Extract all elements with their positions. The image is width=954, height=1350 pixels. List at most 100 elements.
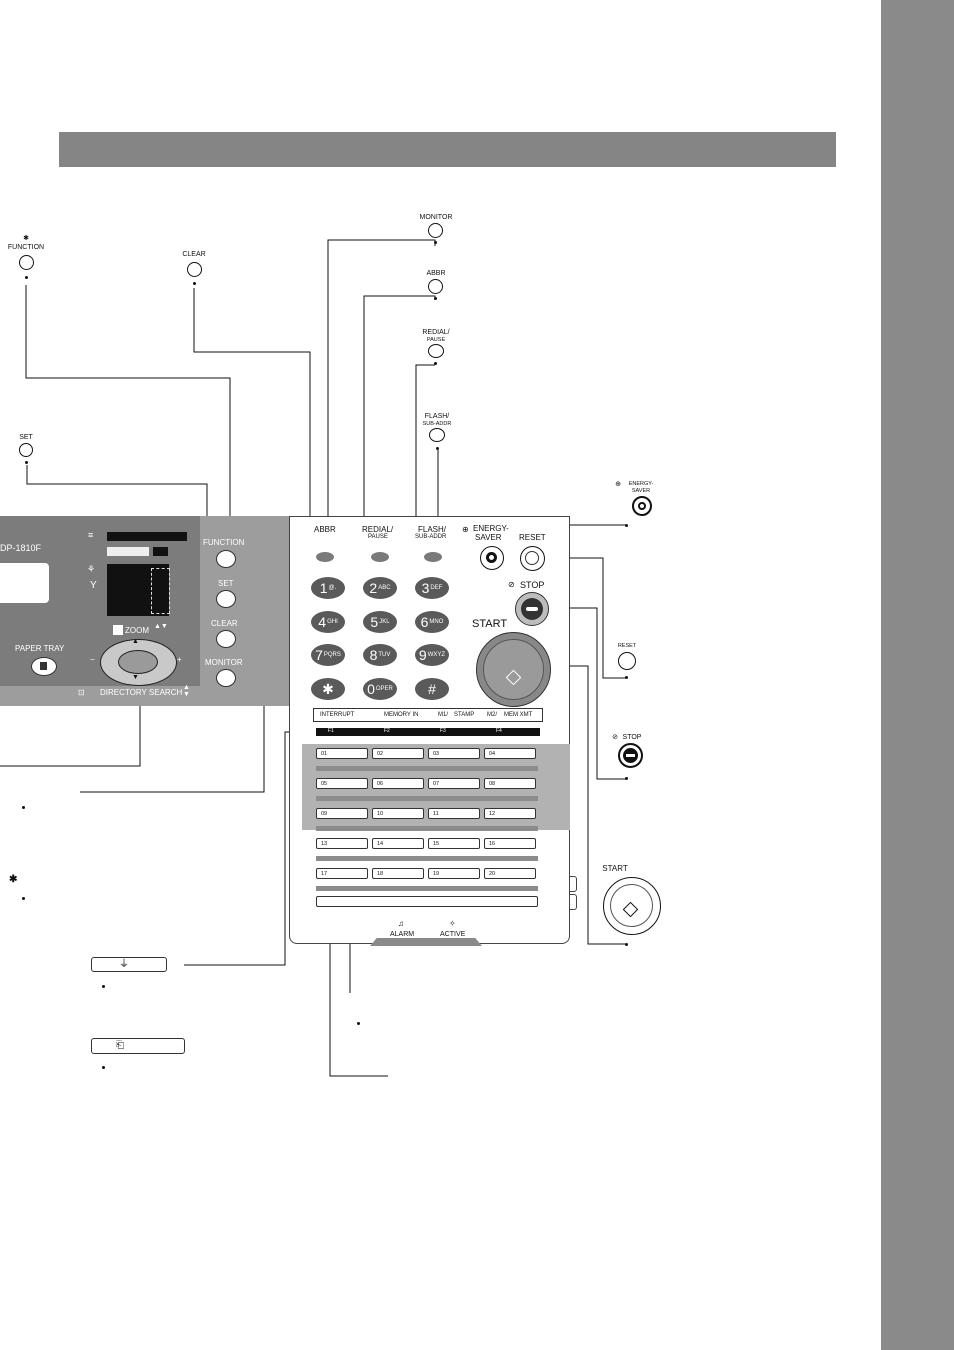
panel-pause-label: PAUSE bbox=[368, 534, 388, 540]
panel-energy-label: ENERGY- bbox=[473, 524, 509, 533]
panel-redial-label: REDIAL/ bbox=[362, 525, 394, 534]
one-touch-key: 01 bbox=[316, 748, 368, 759]
panel-monitor-button bbox=[216, 669, 236, 687]
paper-select-strip bbox=[107, 547, 149, 556]
one-touch-strip bbox=[316, 766, 538, 771]
function-callout-button bbox=[19, 255, 34, 270]
f3-label: F3 bbox=[440, 728, 446, 734]
panel-energy-icon: ⊕ bbox=[462, 525, 469, 534]
m1-label: M1/ bbox=[438, 712, 449, 718]
paper-select-strip bbox=[153, 547, 168, 556]
energy-callout-label: ENERGY- bbox=[628, 481, 654, 487]
stamp-key-callout: ⏚ bbox=[91, 957, 167, 972]
panel-function-label: FUNCTION bbox=[203, 538, 245, 547]
reset-callout-label: RESET bbox=[617, 643, 637, 649]
callout-dot bbox=[102, 1066, 105, 1069]
callout-dot bbox=[357, 1022, 360, 1025]
flash-callout-label: FLASH/ bbox=[424, 413, 450, 420]
one-touch-strip bbox=[316, 796, 538, 801]
panel-reset-label: RESET bbox=[519, 533, 546, 542]
directory-search-label: DIRECTORY SEARCH bbox=[100, 688, 183, 697]
mem-xmt-key-callout: ⎗ bbox=[91, 1038, 185, 1054]
key-1: 1@. bbox=[311, 577, 345, 599]
cursor-key-center bbox=[118, 650, 158, 674]
paper-tray-label: PAPER TRAY bbox=[15, 644, 65, 653]
resolution-select-box bbox=[151, 568, 170, 614]
panel-notch bbox=[570, 894, 577, 910]
panel-redial-button bbox=[371, 552, 389, 562]
mem-xmt-label: MEM XMT bbox=[504, 712, 533, 718]
panel-clear-label: CLEAR bbox=[211, 619, 238, 628]
panel-flash-label: FLASH/ bbox=[418, 525, 447, 534]
panel-energy-saver-button bbox=[480, 546, 504, 570]
paper-select-strip bbox=[107, 532, 187, 541]
panel-flash-button bbox=[424, 552, 442, 562]
panel-function-button bbox=[216, 550, 236, 568]
callout-dot bbox=[25, 276, 28, 279]
panel-set-button bbox=[216, 590, 236, 608]
clear-callout-label: CLEAR bbox=[182, 251, 206, 258]
redial-callout-button bbox=[428, 344, 444, 358]
active-icon: ✧ bbox=[449, 919, 456, 928]
star-callout-icon: ✱ bbox=[9, 874, 18, 885]
directory-icon: ⊡ bbox=[78, 688, 85, 697]
one-touch-key: 06 bbox=[372, 778, 424, 789]
stamp-label: STAMP bbox=[454, 712, 475, 718]
stop-callout-button bbox=[618, 743, 643, 768]
one-touch-key: 20 bbox=[484, 868, 536, 879]
flash-callout-button bbox=[429, 428, 445, 442]
energy-saver-callout-button bbox=[632, 496, 652, 516]
section-header-bar bbox=[59, 132, 836, 167]
callout-dot bbox=[193, 282, 196, 285]
panel-abbr-label: ABBR bbox=[314, 525, 336, 534]
paper-tray-button bbox=[31, 657, 57, 676]
one-touch-strip bbox=[316, 856, 538, 861]
callout-dot bbox=[102, 985, 105, 988]
start-callout-label: START bbox=[602, 864, 628, 873]
one-touch-key: 02 bbox=[372, 748, 424, 759]
m2-label: M2/ bbox=[487, 712, 498, 718]
memory-in-label: MEMORY IN bbox=[384, 712, 419, 718]
zoom-minus-icon: − bbox=[90, 655, 95, 664]
tool-icon: Y bbox=[90, 580, 97, 591]
callout-dot bbox=[436, 447, 439, 450]
status-lamp-strip bbox=[370, 938, 482, 946]
callout-dot bbox=[625, 943, 628, 946]
one-touch-key: 19 bbox=[428, 868, 480, 879]
callout-dot bbox=[22, 897, 25, 900]
one-touch-strip bbox=[316, 826, 538, 831]
one-touch-key: 04 bbox=[484, 748, 536, 759]
panel-monitor-label: MONITOR bbox=[205, 658, 243, 667]
callout-dot bbox=[25, 461, 28, 464]
contrast-icon: ⚘ bbox=[87, 564, 96, 574]
f4-label: F4 bbox=[496, 728, 502, 734]
zoom-plus-icon: + bbox=[177, 655, 182, 664]
active-label: ACTIVE bbox=[440, 931, 466, 938]
one-touch-key: 18 bbox=[372, 868, 424, 879]
panel-stop-label: STOP bbox=[520, 580, 545, 590]
redial-callout-label: REDIAL/ bbox=[422, 329, 450, 336]
one-touch-key: 07 bbox=[428, 778, 480, 789]
callout-dot bbox=[625, 777, 628, 780]
interrupt-label: INTERRUPT bbox=[320, 712, 355, 718]
sub-addr-callout-label: SUB-ADDR bbox=[422, 421, 452, 427]
callout-dot bbox=[434, 297, 437, 300]
key-star: ✱ bbox=[311, 678, 345, 700]
panel-start-button bbox=[476, 632, 551, 707]
alarm-label: ALARM bbox=[390, 931, 415, 938]
reset-callout-button bbox=[618, 652, 636, 670]
zoom-icon bbox=[113, 625, 123, 635]
start-callout-button bbox=[603, 877, 661, 935]
one-touch-key: 03 bbox=[428, 748, 480, 759]
model-name: DP-1810F bbox=[0, 543, 42, 553]
key-hash: # bbox=[415, 678, 449, 700]
panel-stop-icon: ⊘ bbox=[508, 580, 515, 589]
cursor-up-icon: ▲ bbox=[132, 638, 139, 645]
callout-dot bbox=[22, 806, 25, 809]
stop-icon: ⊘ bbox=[612, 734, 618, 741]
one-touch-key: 13 bbox=[316, 838, 368, 849]
